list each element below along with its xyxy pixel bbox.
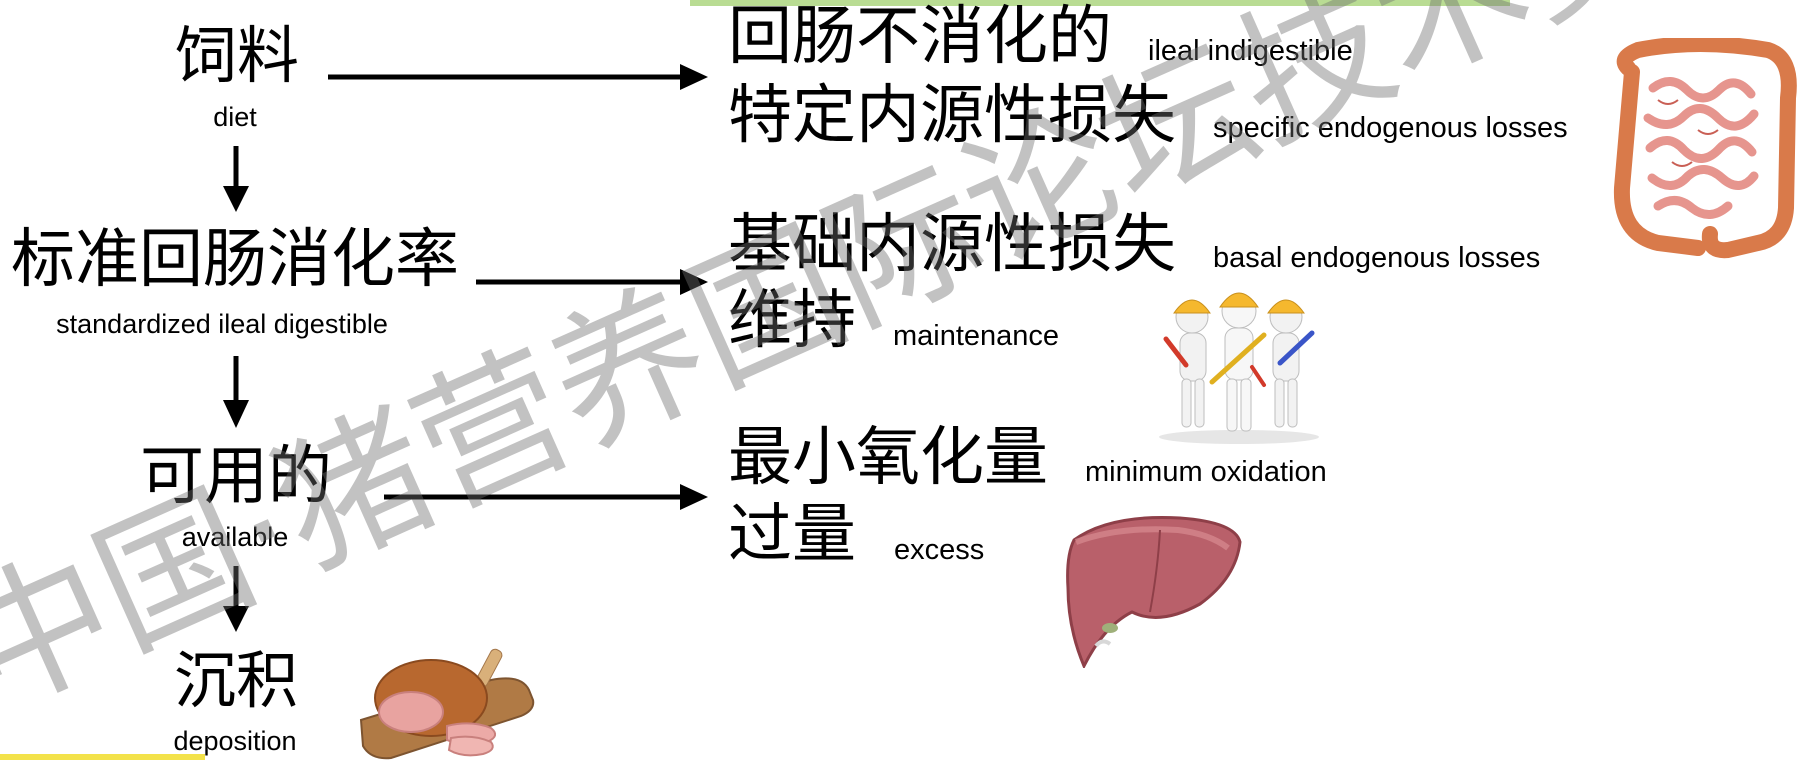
- deposition-label-en: deposition: [173, 726, 297, 756]
- basal-losses-en: basal endogenous losses: [1213, 242, 1541, 274]
- watermark-text: 中国·猪营养国际论坛技术资料: [0, 0, 1801, 743]
- arrow-sid-to-basal: [476, 269, 708, 295]
- specific-losses-en: specific endogenous losses: [1213, 112, 1568, 144]
- maintenance-en: maintenance: [893, 320, 1060, 352]
- deposition-label-zh: 沉积: [173, 644, 299, 717]
- arrow-available-to-deposition: [223, 566, 249, 632]
- bottom-accent-bar: [0, 754, 205, 760]
- arrow-sid-to-available: [223, 356, 249, 428]
- minimum-oxidation-zh: 最小氧化量: [728, 421, 1048, 495]
- available-label-en: available: [181, 522, 289, 552]
- intestine-icon: [1613, 38, 1797, 259]
- workers-icon: [1159, 292, 1319, 444]
- ileal-indigestible-zh: 回肠不消化的: [728, 0, 1112, 74]
- sid-label-en: standardized ileal digestible: [56, 309, 388, 339]
- excess-zh: 过量: [728, 498, 856, 572]
- diet-label-en: diet: [213, 102, 257, 132]
- arrow-diet-to-ileal: [328, 64, 708, 90]
- excess-en: excess: [894, 534, 985, 566]
- basal-losses-zh: 基础内源性损失: [728, 208, 1176, 282]
- specific-losses-zh: 特定内源性损失: [728, 79, 1176, 153]
- diet-label-zh: 饲料: [174, 19, 300, 92]
- maintenance-zh: 维持: [728, 284, 856, 358]
- ileal-indigestible-en: ileal indigestible: [1148, 35, 1353, 67]
- top-accent-bar: [690, 0, 1510, 6]
- minimum-oxidation-en: minimum oxidation: [1085, 456, 1327, 488]
- arrow-available-to-oxidation: [384, 484, 708, 510]
- liver-icon: [1066, 516, 1242, 668]
- available-label-zh: 可用的: [140, 440, 332, 514]
- arrow-diet-to-sid: [223, 146, 249, 212]
- sid-label-zh: 标准回肠消化率: [11, 223, 459, 297]
- ham-icon: [359, 648, 535, 760]
